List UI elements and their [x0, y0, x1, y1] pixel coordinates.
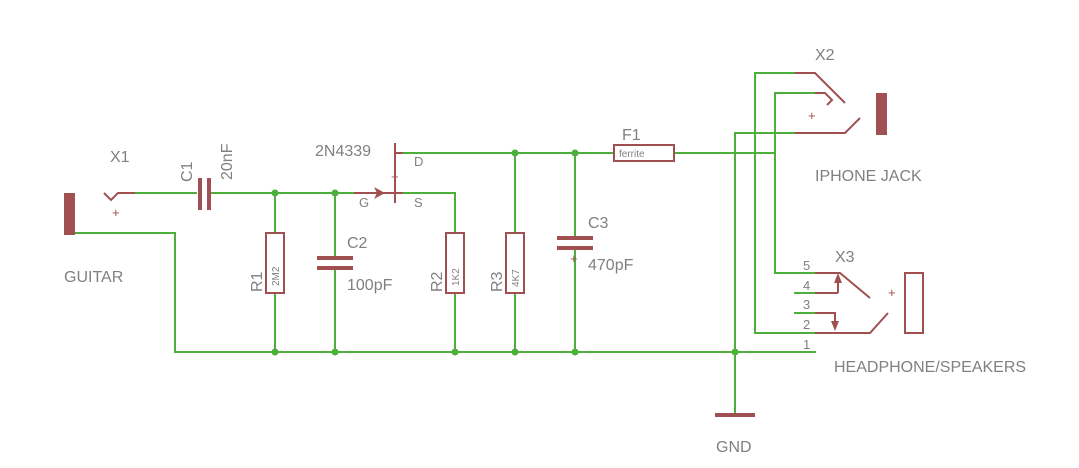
- r1-label: R1: [249, 271, 266, 292]
- junction-dot: [271, 348, 279, 356]
- x1-plus-label: +: [112, 205, 120, 220]
- ferrite-f1: [613, 144, 675, 162]
- c3-label: C3: [588, 215, 609, 232]
- c1-label: C1: [179, 161, 196, 182]
- r2-label: R2: [429, 271, 446, 292]
- x1-label: X1: [110, 149, 130, 166]
- x3-pin2-label: 2: [803, 317, 810, 332]
- guitar-jack-x1: +: [64, 192, 135, 235]
- resistor-r3: [505, 232, 525, 294]
- r1-value: 2M2: [271, 266, 282, 286]
- c2-value: 100pF: [347, 277, 393, 294]
- x3-pin5-label: 5: [803, 258, 810, 273]
- junction-dot: [331, 348, 339, 356]
- junction-dot: [511, 348, 519, 356]
- junction-dot: [571, 149, 579, 157]
- capacitor-c3: +: [557, 236, 593, 266]
- jfet-q1: +: [354, 143, 403, 203]
- junction-dot: [731, 348, 739, 356]
- q1-label: 2N4339: [315, 143, 371, 160]
- r3-label: R3: [489, 271, 506, 292]
- iphone-jack-x2: +: [795, 72, 887, 135]
- capacitor-c2: [317, 256, 353, 270]
- source-label: S: [414, 195, 423, 210]
- r3-value: 4K7: [511, 269, 522, 287]
- junction-dot: [271, 189, 279, 197]
- junctions: [271, 149, 739, 356]
- f1-label: F1: [622, 127, 641, 144]
- resistor-r2: [445, 232, 465, 294]
- f1-value: ferrite: [619, 149, 645, 160]
- x3-label: X3: [835, 249, 855, 266]
- resistor-r1: [265, 232, 285, 294]
- c3-plus-label: +: [570, 251, 578, 266]
- guitar-label: GUITAR: [64, 269, 123, 286]
- x3-pin3-label: 3: [803, 297, 810, 312]
- ground-symbol: [715, 413, 755, 417]
- x3-plus-label: +: [888, 285, 896, 300]
- c3-value: 470pF: [588, 257, 634, 274]
- gate-label: G: [359, 195, 369, 210]
- iphone-jack-label: IPHONE JACK: [815, 168, 922, 185]
- x2-plus-label: +: [808, 108, 816, 123]
- r2-value: 1K2: [451, 268, 462, 286]
- wires: [74, 72, 816, 414]
- junction-dot: [511, 149, 519, 157]
- x2-label: X2: [815, 47, 835, 64]
- junction-dot: [451, 348, 459, 356]
- capacitor-c1: [198, 178, 211, 210]
- x3-pin4-label: 4: [803, 278, 810, 293]
- c1-value: 20nF: [219, 143, 236, 180]
- junction-dot: [331, 189, 339, 197]
- gnd-label: GND: [716, 439, 752, 456]
- headphone-label: HEADPHONE/SPEAKERS: [834, 359, 1026, 376]
- x3-pin1-label: 1: [803, 337, 810, 352]
- drain-label: D: [414, 154, 423, 169]
- c2-label: C2: [347, 235, 368, 252]
- junction-dot: [571, 348, 579, 356]
- q1-plus-label: +: [391, 169, 399, 184]
- headphone-jack-x3: +: [815, 272, 924, 334]
